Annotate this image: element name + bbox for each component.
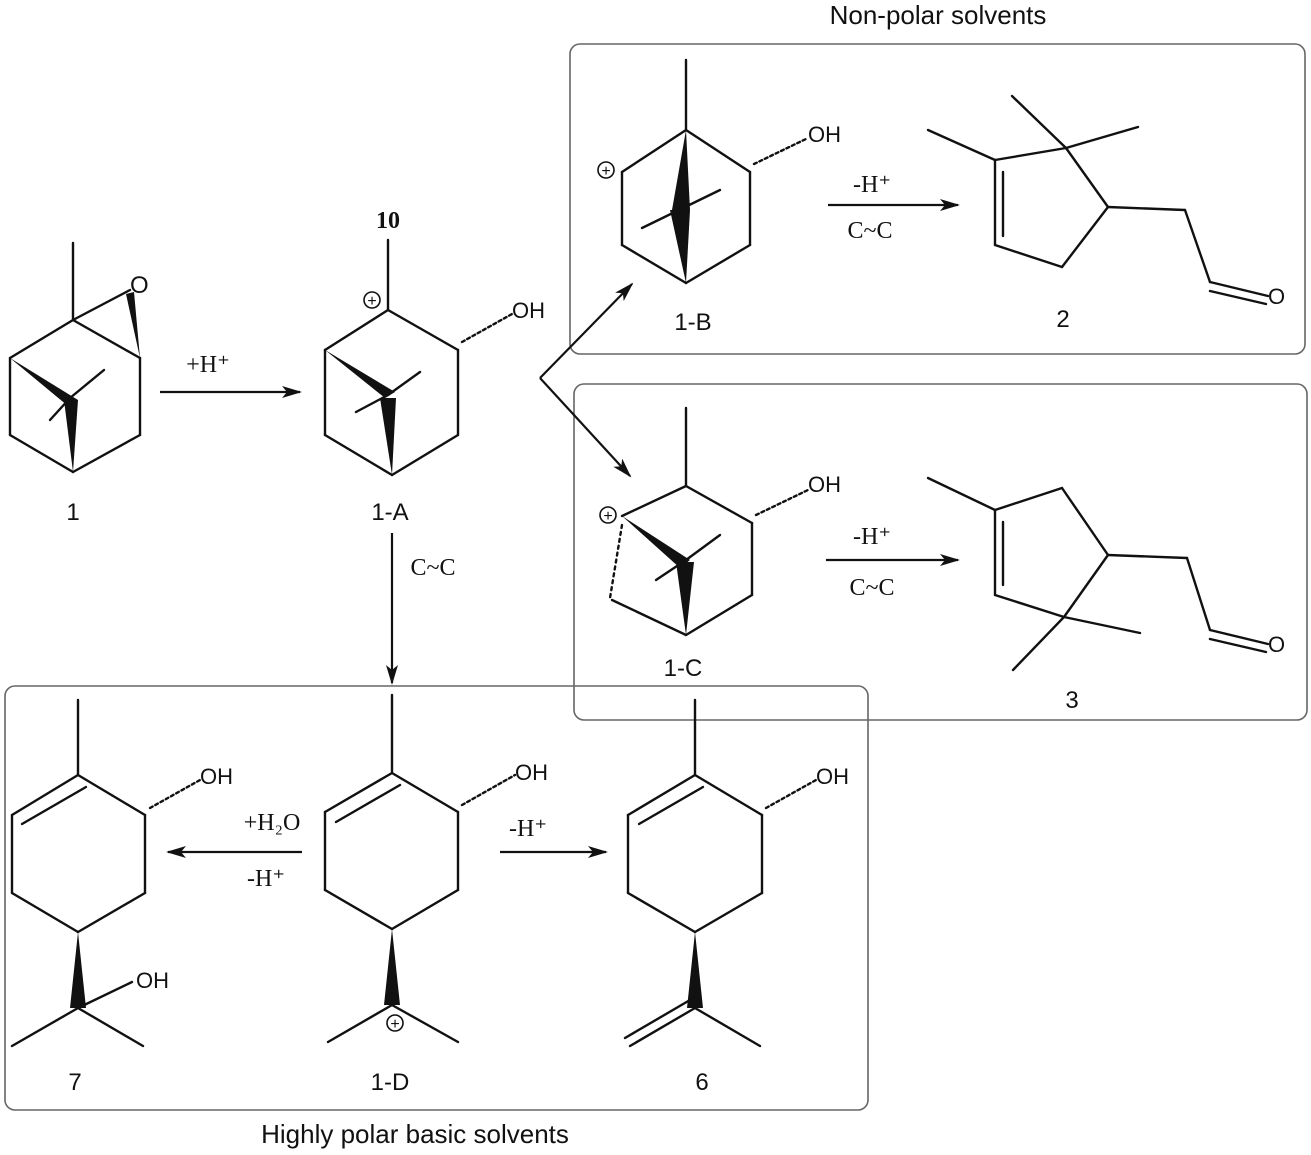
oh-7-tail: OH [136,968,169,993]
compound-1A: + 10 OH 1-A [323,208,545,526]
arrow-to-1C [539,377,632,478]
aldehyde-o-3: O [1268,632,1285,657]
compound-2: O 2 [926,94,1285,333]
oh-1B: OH [808,122,841,147]
condition-1B-shift: C~C [848,218,893,244]
oh-6: OH [816,764,849,789]
cation-1B: + [601,163,610,180]
polar-label: Highly polar basic solvents [261,1119,569,1149]
compound-1: O 1 [8,241,149,526]
label-compound-7: 7 [68,1069,81,1096]
compound-6: OH 6 [623,698,849,1096]
label-compound-1B: 1-B [674,309,711,336]
cation-1A: + [367,293,376,310]
polar-box [4,685,869,1111]
oh-1A: OH [512,298,545,323]
condition-water: +H₂O [244,810,301,836]
condition-1B-deprot: -H⁺ [853,172,891,198]
oh-7-ring: OH [200,764,233,789]
condition-1C-deprot: -H⁺ [853,524,891,550]
arrow-to-1B [539,282,634,379]
condition-7-deprot: -H⁺ [247,866,285,892]
compound-1C: + OH 1-C [599,406,841,682]
compound-7: OH OH 7 [10,698,233,1096]
label-compound-1: 1 [66,499,79,526]
condition-protonation: +H⁺ [186,352,230,378]
aldehyde-o-2: O [1268,284,1285,309]
oh-1C: OH [808,472,841,497]
nonpolar-label: Non-polar solvents [830,0,1047,30]
label-compound-2: 2 [1056,306,1069,333]
compound-1D: + OH 1-D [323,693,548,1096]
compound-1B: + OH 1-B [597,58,841,336]
condition-6-deprot: -H⁺ [509,816,547,842]
cation-1C: + [603,508,612,525]
label-compound-1D: 1-D [371,1069,410,1096]
condition-1C-shift: C~C [850,575,895,601]
label-compound-3: 3 [1065,687,1078,714]
cation-1D: + [390,1016,399,1033]
compound-3: O 3 [926,476,1285,714]
label-compound-1C: 1-C [664,655,703,682]
label-compound-1A: 1-A [371,499,408,526]
label-compound-6: 6 [695,1069,708,1096]
nonpolar-box-bottom [573,383,1308,721]
condition-shift-down: C~C [411,555,456,581]
oh-1D: OH [515,760,548,785]
nonpolar-box-top [569,43,1306,355]
carbon-10-label: 10 [376,208,400,234]
epoxide-o: O [130,272,149,299]
